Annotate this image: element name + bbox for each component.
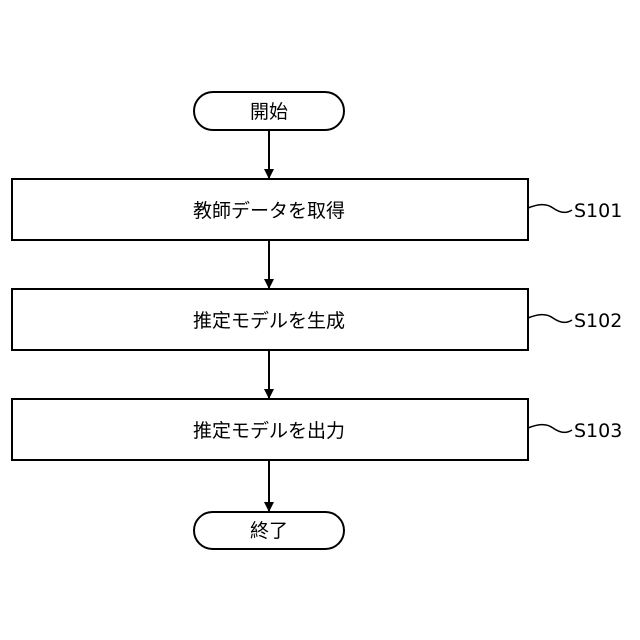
- leader-line-s101: [528, 205, 572, 213]
- step-label-s101: 教師データを取得: [193, 200, 345, 222]
- step-id-s103: S103: [574, 420, 622, 442]
- process-step-s101: 教師データを取得: [12, 179, 528, 240]
- step-label-s102: 推定モデルを生成: [193, 310, 345, 332]
- start-terminal: 開始: [194, 92, 344, 130]
- process-step-s103: 推定モデルを出力: [12, 399, 528, 460]
- process-step-s102: 推定モデルを生成: [12, 289, 528, 350]
- start-label: 開始: [250, 101, 288, 123]
- end-terminal: 終了: [194, 512, 344, 549]
- step-id-s102: S102: [574, 310, 622, 332]
- leader-line-s102: [528, 315, 572, 323]
- leader-line-s103: [528, 425, 572, 433]
- end-label: 終了: [250, 520, 288, 542]
- step-id-s101: S101: [574, 200, 622, 222]
- step-label-s103: 推定モデルを出力: [193, 420, 345, 442]
